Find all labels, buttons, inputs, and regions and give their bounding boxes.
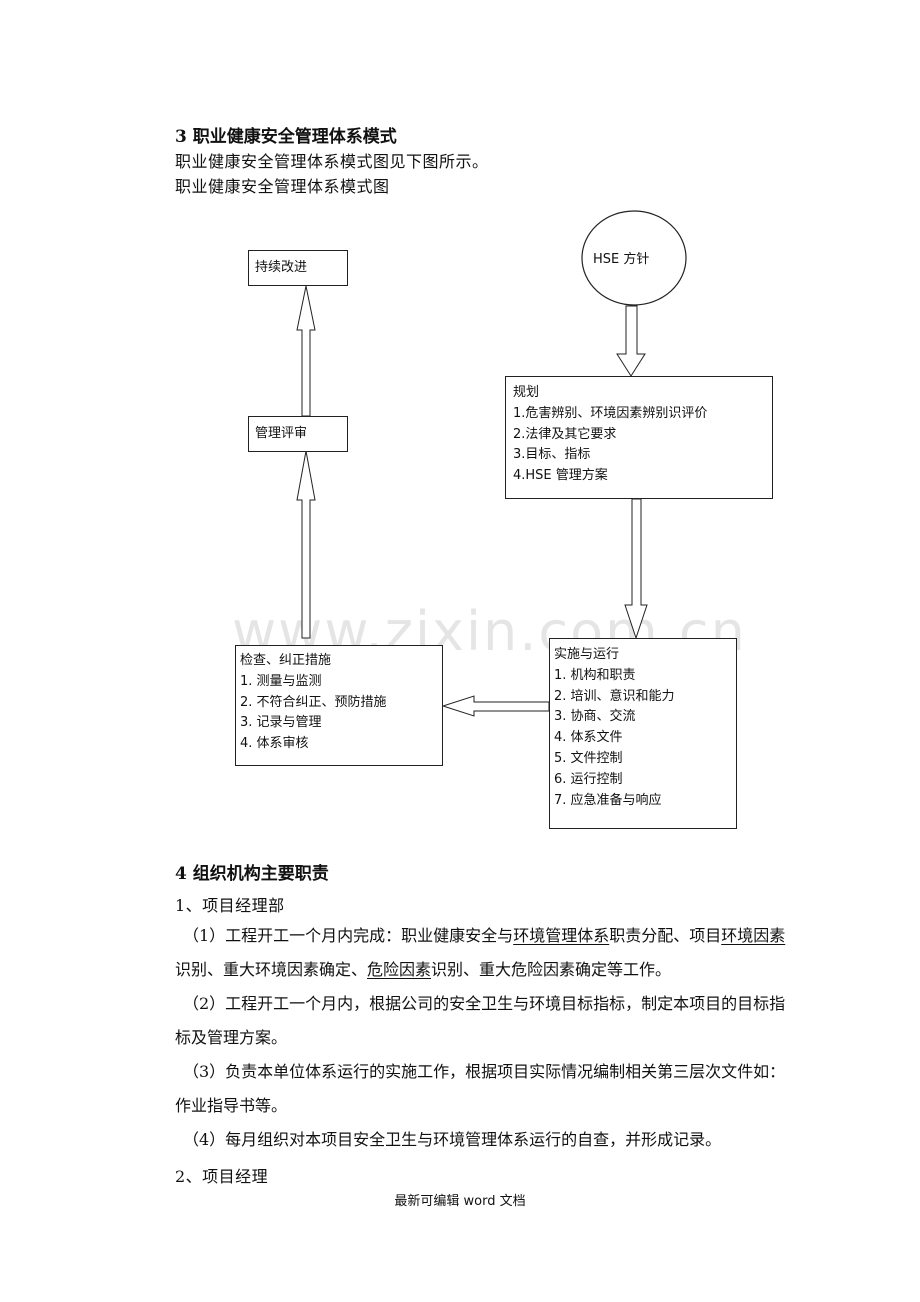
- p1-text-d: 识别、重大危险因素确定等工作。: [431, 960, 672, 979]
- continuous-improvement-box: 持续改进: [248, 250, 348, 286]
- section-4-sub1: 1、项目经理部: [175, 896, 285, 915]
- figure-caption: 职业健康安全管理体系模式图: [175, 177, 390, 196]
- check-item: 2. 不符合纠正、预防措施: [240, 694, 387, 710]
- implementation-item: 1. 机构和职责: [554, 667, 636, 683]
- policy-circle: [581, 210, 687, 306]
- section-4-sub2: 2、项目经理: [175, 1167, 269, 1186]
- paragraph-4: （4）每月组织对本项目安全卫生与环境管理体系运行的自查，并形成记录。: [183, 1130, 722, 1149]
- arrow-policy-to-planning: [616, 305, 646, 377]
- implementation-item: 6. 运行控制: [554, 771, 623, 787]
- section-3-heading: 3 职业健康安全管理体系模式: [175, 127, 397, 147]
- planning-item: 3.目标、指标: [513, 447, 591, 463]
- implementation-item: 3. 协商、交流: [554, 709, 636, 725]
- planning-item: 4.HSE 管理方案: [513, 468, 608, 484]
- check-title: 检查、纠正措施: [240, 653, 332, 668]
- check-item: 3. 记录与管理: [240, 715, 322, 731]
- management-review-label: 管理评审: [255, 426, 308, 441]
- continuous-improvement-label: 持续改进: [255, 260, 308, 275]
- arrow-planning-to-implement: [624, 498, 648, 640]
- p1-underline-1: 环境管理体系: [513, 926, 610, 945]
- p1-underline-2: 环境因素: [721, 926, 786, 945]
- implementation-item: 4. 体系文件: [554, 730, 623, 746]
- planning-item: 2.法律及其它要求: [513, 426, 617, 442]
- p1-text-a: （1）工程开工一个月内完成：职业健康安全与: [183, 926, 514, 945]
- paragraph-1: （1）工程开工一个月内完成：职业健康安全与环境管理体系职责分配、项目环境因素识别…: [175, 919, 787, 987]
- paragraph-2: （2）工程开工一个月内，根据公司的安全卫生与环境目标指标，制定本项目的目标指标及…: [175, 994, 786, 1047]
- check-box: 检查、纠正措施 1. 测量与监测 2. 不符合纠正、预防措施 3. 记录与管理 …: [235, 645, 443, 766]
- implementation-item: 2. 培训、意识和能力: [554, 688, 675, 704]
- arrow-review-to-continuous: [296, 285, 316, 417]
- implementation-item: 5. 文件控制: [554, 750, 623, 766]
- arrow-implement-to-check: [441, 695, 550, 717]
- check-item: 1. 测量与监测: [240, 673, 322, 689]
- p1-underline-3: 危险因素: [367, 960, 432, 979]
- paragraph-3: （3）负责本单位体系运行的实施工作，根据项目实际情况编制相关第三层次文件如：作业…: [175, 1062, 786, 1115]
- arrow-check-to-review: [296, 450, 316, 639]
- section-3-intro: 职业健康安全管理体系模式图见下图所示。: [175, 152, 489, 171]
- policy-label: HSE 方针: [593, 252, 650, 267]
- planning-title: 规划: [513, 385, 540, 400]
- planning-box: 规划 1.危害辨别、环境因素辨别识评价 2.法律及其它要求 3.目标、指标 4.…: [505, 376, 773, 499]
- p1-text-c: 识别、重大环境因素确定、: [175, 960, 368, 979]
- implementation-item: 7. 应急准备与响应: [554, 792, 662, 808]
- p1-text-b: 职责分配、项目: [609, 926, 722, 945]
- management-review-box: 管理评审: [248, 416, 348, 452]
- footer: 最新可编辑 word 文档: [394, 1194, 526, 1209]
- section-4-heading: 4 组织机构主要职责: [175, 864, 329, 884]
- planning-item: 1.危害辨别、环境因素辨别识评价: [513, 405, 708, 421]
- implementation-title: 实施与运行: [554, 647, 620, 662]
- check-item: 4. 体系审核: [240, 736, 309, 752]
- implementation-box: 实施与运行 1. 机构和职责 2. 培训、意识和能力 3. 协商、交流 4. 体…: [549, 638, 737, 829]
